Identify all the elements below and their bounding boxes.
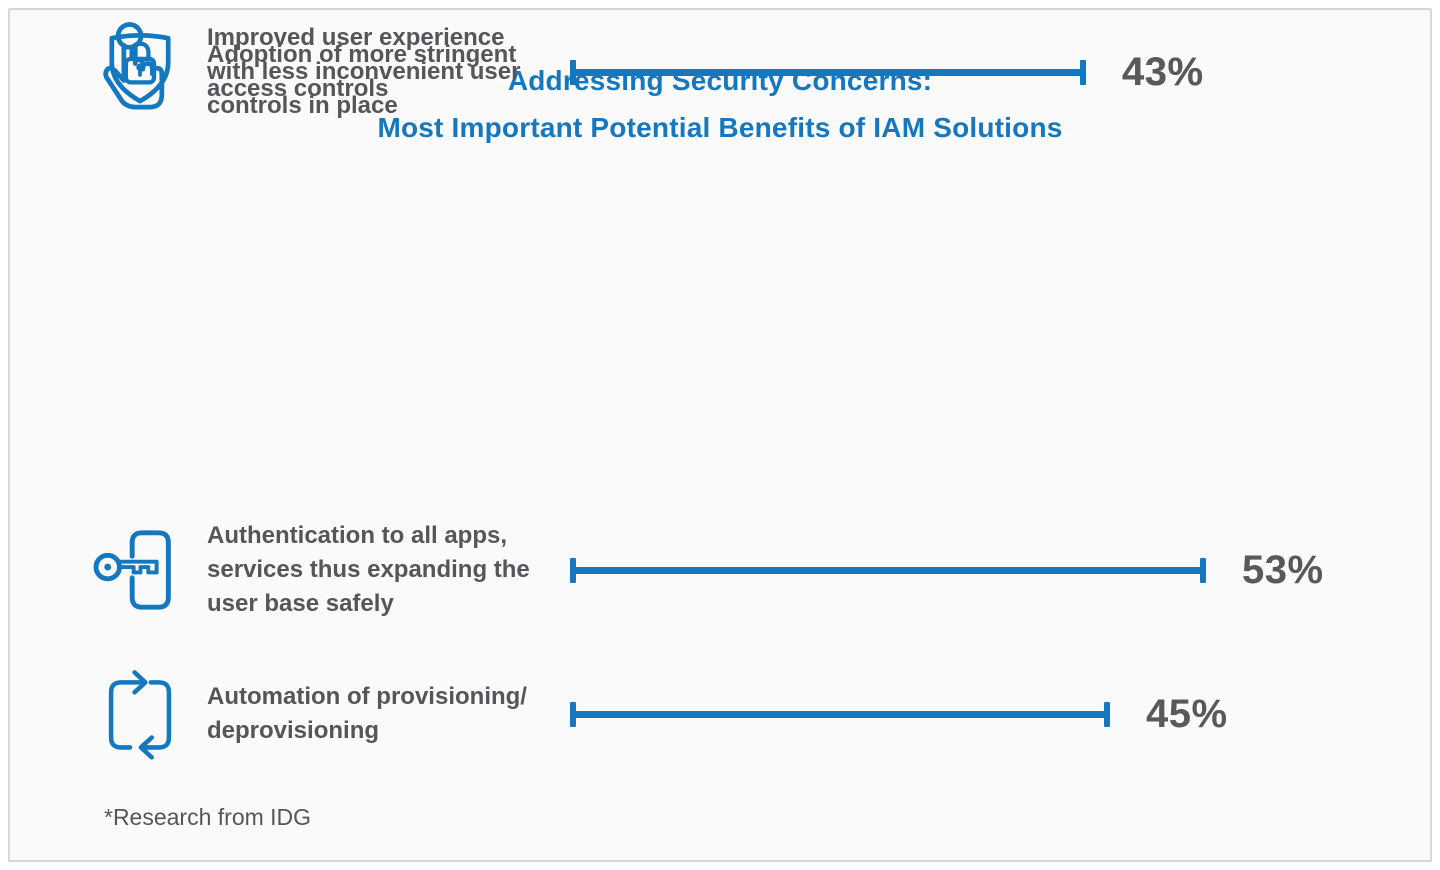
bar-right-cap (1080, 59, 1086, 85)
bar-left-cap (570, 557, 576, 583)
bar-left-cap (570, 701, 576, 727)
bar-right-cap (1104, 701, 1110, 727)
bar-line (576, 710, 1104, 718)
value-label: 43% (1122, 49, 1204, 94)
source-footnote: *Research from IDG (104, 804, 312, 830)
bar-line (576, 566, 1200, 574)
bar-access-controls (570, 59, 1086, 85)
value-label: 43% (1122, 49, 1204, 94)
row-label: Improved user experience with less incon… (207, 24, 521, 119)
shield-lock-icon (88, 0, 192, 144)
chart-row-automation: Automation of provisioning/ deprovisioni… (0, 642, 1440, 786)
chart-row-access-controls: Adoption of more stringent access contro… (0, 0, 1440, 144)
value-label: 45% (1146, 691, 1228, 736)
chart-row-authentication: Authentication to all apps, services thu… (0, 498, 1440, 642)
infographic-card (8, 8, 1432, 862)
bar-right-cap (1200, 557, 1206, 583)
bar-authentication (570, 557, 1206, 583)
key-door-icon (88, 498, 192, 642)
chart-title-line2: Most Important Potential Benefits of IAM… (377, 112, 1063, 143)
sync-loop-icon (88, 642, 192, 786)
row-label: Authentication to all apps, services thu… (207, 522, 530, 617)
value-label: 53% (1242, 547, 1324, 592)
row-label: Automation of provisioning/ deprovisioni… (207, 683, 527, 744)
bar-automation (570, 701, 1110, 727)
bar-left-cap (570, 59, 576, 85)
bar-line (576, 68, 1080, 76)
row-label: Adoption of more stringent access contro… (207, 41, 517, 102)
